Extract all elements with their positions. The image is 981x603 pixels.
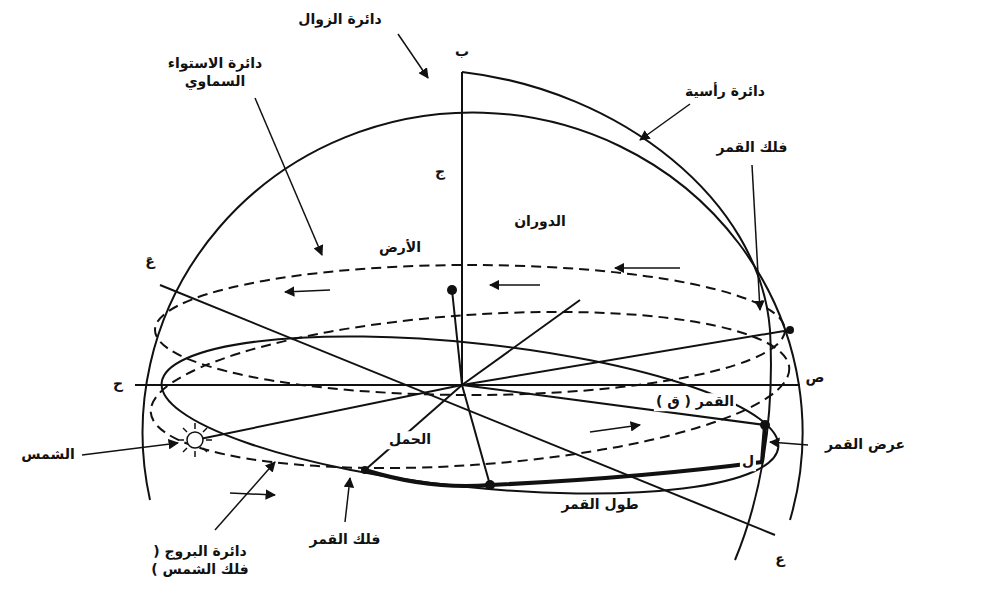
circle-name: دائرة الزوال — [296, 11, 384, 29]
leader-line — [345, 478, 350, 522]
circle-name: دائرة رأسية — [683, 83, 767, 101]
point-letter: ص — [804, 369, 827, 387]
moon-longitude — [365, 462, 762, 486]
circle-name: دائرة البروج ( فلك الشمس ) — [138, 543, 262, 578]
point-name: الحمل — [387, 431, 433, 449]
point — [485, 480, 495, 490]
direction-arrow — [590, 425, 640, 432]
moon-point — [760, 420, 770, 430]
celestial-equator — [155, 265, 785, 395]
ecliptic-circle — [154, 311, 786, 519]
point — [786, 326, 794, 334]
point-letter: ج — [433, 163, 447, 181]
direction-arrow — [285, 290, 330, 292]
leader-line — [255, 98, 322, 255]
body-name: الشمس — [19, 446, 76, 464]
quantity-name: طول القمر — [559, 496, 640, 514]
orbit-name: فلك القمر — [307, 531, 382, 549]
direction-arrow — [615, 267, 680, 269]
moon-radius — [462, 385, 765, 425]
point-letter: عَ — [143, 253, 157, 271]
leader-line — [770, 442, 808, 445]
body-name: الأرض — [377, 239, 423, 257]
axis-line — [461, 72, 463, 385]
point-letter: ع — [773, 551, 787, 569]
leader-line — [752, 165, 760, 310]
aries-point — [361, 466, 369, 474]
radius-line — [462, 300, 580, 385]
radius-line — [462, 385, 490, 485]
leader-line — [398, 34, 428, 78]
meridian-circle — [143, 113, 803, 520]
moon-orbit — [146, 293, 795, 487]
leader-line — [215, 462, 275, 530]
leader-line — [82, 443, 178, 455]
quantity-name: عرض القمر — [823, 436, 907, 454]
motion-name: الدوران — [512, 213, 568, 231]
point-letter: ح — [111, 376, 125, 394]
moon-latitude — [762, 425, 765, 462]
body-name: القمر ( ق ) — [654, 393, 736, 411]
radius-line — [462, 330, 790, 385]
sun-symbol — [178, 423, 212, 457]
diameter-line — [160, 285, 775, 535]
earth-point — [447, 285, 457, 295]
direction-arrow — [490, 284, 540, 286]
leader-line — [640, 104, 690, 140]
direction-arrow — [230, 493, 275, 495]
earth-radius — [452, 290, 462, 385]
aries-radius — [365, 385, 462, 470]
circle-name: دائرة الاستواء السماوي — [153, 55, 277, 90]
point-letter: ب — [453, 43, 471, 61]
point-letter: ل — [740, 453, 756, 471]
orbit-name: فلك القمر — [714, 139, 789, 157]
